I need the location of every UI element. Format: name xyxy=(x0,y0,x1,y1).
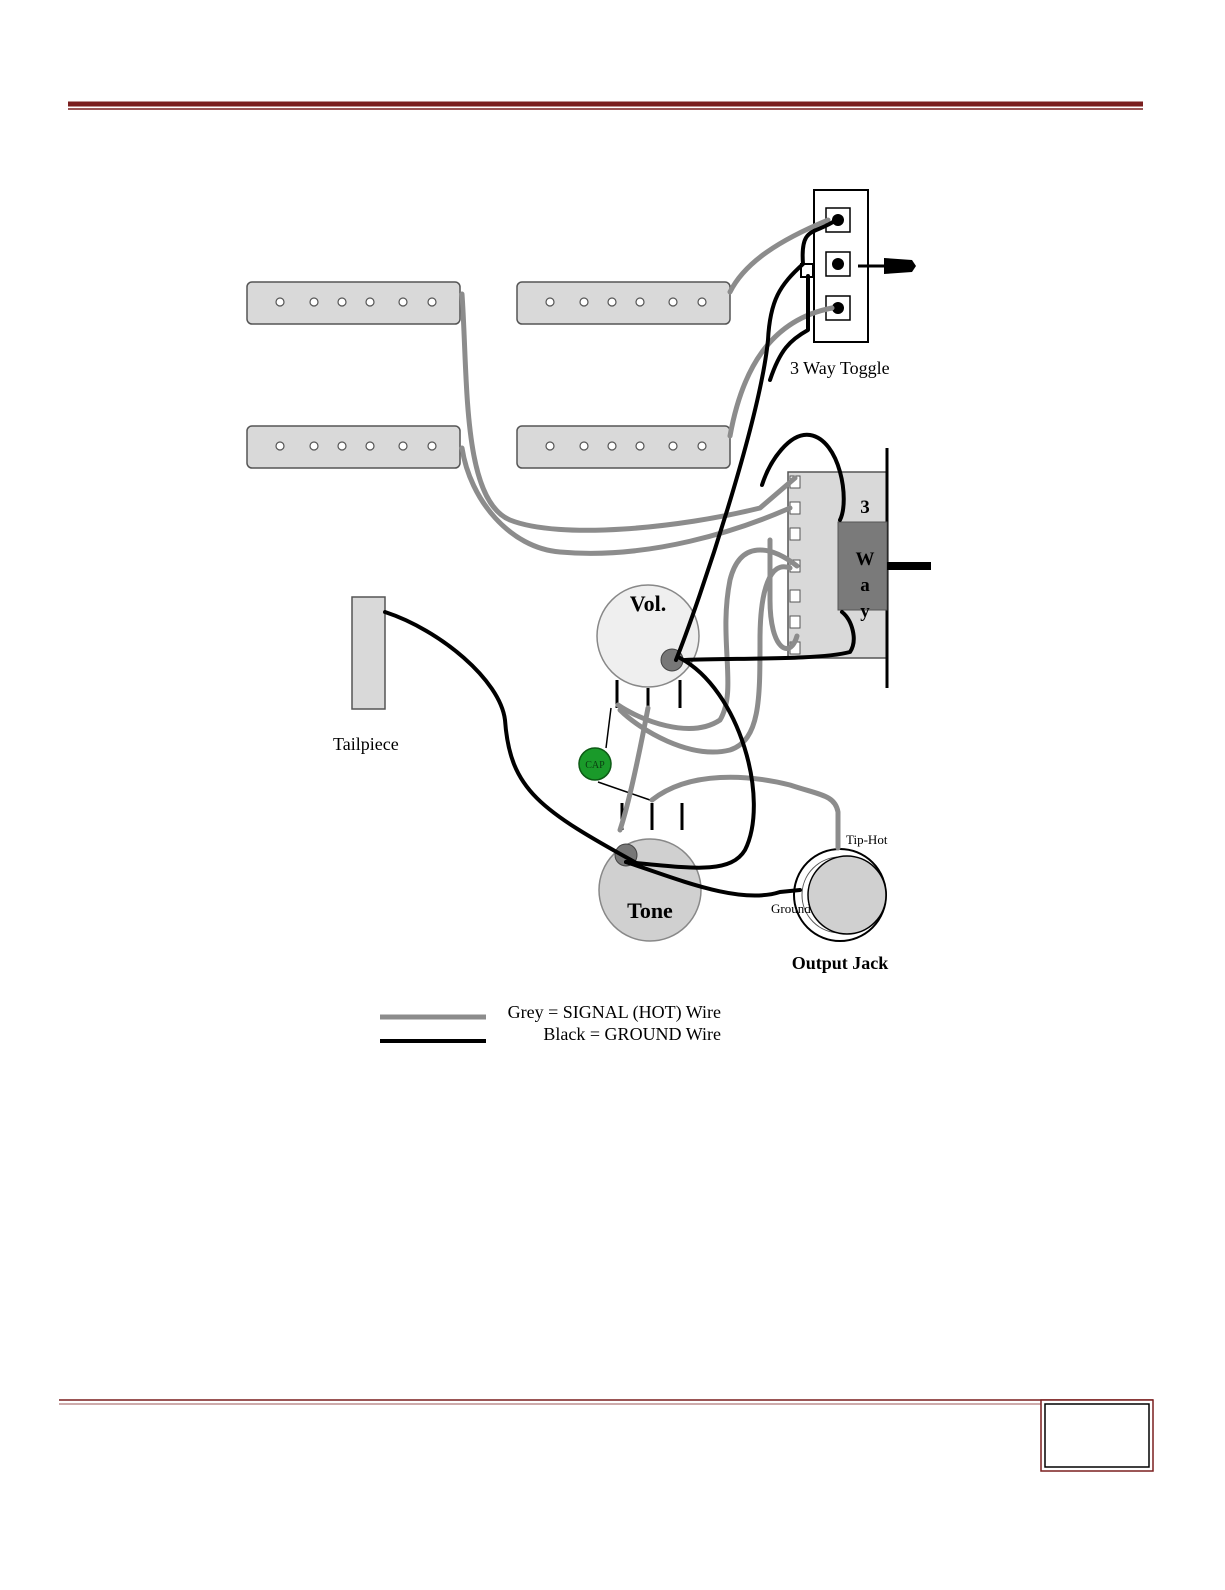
blade-letter-2: W xyxy=(856,549,875,570)
pickup-top-right xyxy=(517,282,730,324)
tailpiece xyxy=(352,597,385,709)
signal-wire-pickup-tl xyxy=(462,294,795,530)
blade-letter-3: a xyxy=(860,575,870,596)
legend: Grey = SIGNAL (HOT) Wire Black = GROUND … xyxy=(380,1002,721,1044)
tip-hot-label: Tip-Hot xyxy=(846,832,888,847)
pickup-bottom-left xyxy=(247,426,460,468)
tone-label: Tone xyxy=(627,898,673,923)
ground-wire-vol-tone xyxy=(626,658,754,868)
legend-grey-label: Grey = SIGNAL (HOT) Wire xyxy=(508,1002,721,1023)
toggle-label: 3 Way Toggle xyxy=(790,358,890,378)
header-rule xyxy=(68,104,1143,109)
toggle-switch xyxy=(801,190,868,342)
legend-black-label: Black = GROUND Wire xyxy=(543,1024,721,1044)
footer-rule xyxy=(59,1400,1153,1404)
cap-lead-bottom xyxy=(598,782,650,800)
signal-wire-vol-tone xyxy=(620,708,648,830)
signal-wire-to-jack xyxy=(652,777,838,848)
blade-letter-4: y xyxy=(860,601,870,622)
output-jack-label: Output Jack xyxy=(792,953,889,973)
output-jack xyxy=(794,849,886,941)
ground-label: Ground xyxy=(771,901,811,916)
page-number-box xyxy=(1041,1400,1153,1471)
cap-lead-top xyxy=(606,708,611,748)
pickup-bottom-right xyxy=(517,426,730,468)
pickup-top-left xyxy=(247,282,460,324)
volume-label: Vol. xyxy=(630,591,666,616)
blade-letter-1: 3 xyxy=(860,497,870,518)
cap-label: CAP xyxy=(585,760,605,771)
tailpiece-label: Tailpiece xyxy=(333,734,399,754)
